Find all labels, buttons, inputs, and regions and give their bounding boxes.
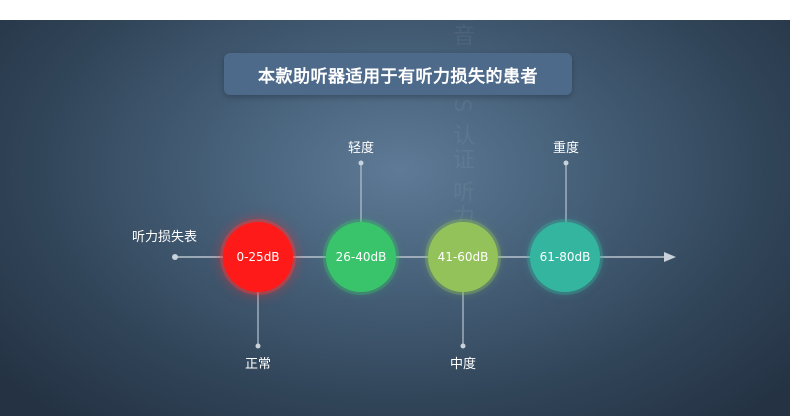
connector-normal-dot bbox=[255, 343, 261, 349]
level-61-80db: 61-80dB bbox=[530, 222, 600, 292]
connector-mild-dot bbox=[358, 160, 364, 166]
connector-moderate-dot bbox=[460, 343, 466, 349]
level-range-label: 61-80dB bbox=[539, 250, 591, 264]
axis-start-dot bbox=[172, 254, 178, 260]
category-normal: 正常 bbox=[244, 357, 271, 372]
page-title: 本款助听器适用于有听力损失的患者 bbox=[224, 53, 572, 95]
level-26-40db: 26-40dB bbox=[326, 222, 396, 292]
category-moderate: 中度 bbox=[449, 357, 476, 372]
timeline-axis bbox=[172, 160, 676, 349]
hearing-loss-panel: 佳音 ASIS 认证 听力 本款助听器适用于有听力损失的患者 听力损失表 0-2… bbox=[0, 20, 790, 416]
level-41-60db: 41-60dB bbox=[428, 222, 498, 292]
category-severe: 重度 bbox=[552, 141, 579, 156]
axis-arrow-icon bbox=[664, 252, 676, 262]
axis-label: 听力损失表 bbox=[132, 230, 198, 245]
level-0-25db: 0-25dB bbox=[223, 222, 293, 292]
connector-severe-dot bbox=[563, 160, 569, 166]
level-range-label: 0-25dB bbox=[236, 250, 280, 264]
level-range-label: 41-60dB bbox=[437, 250, 489, 264]
top-white-strip bbox=[0, 0, 790, 20]
level-range-label: 26-40dB bbox=[335, 250, 387, 264]
category-mild: 轻度 bbox=[347, 141, 374, 156]
